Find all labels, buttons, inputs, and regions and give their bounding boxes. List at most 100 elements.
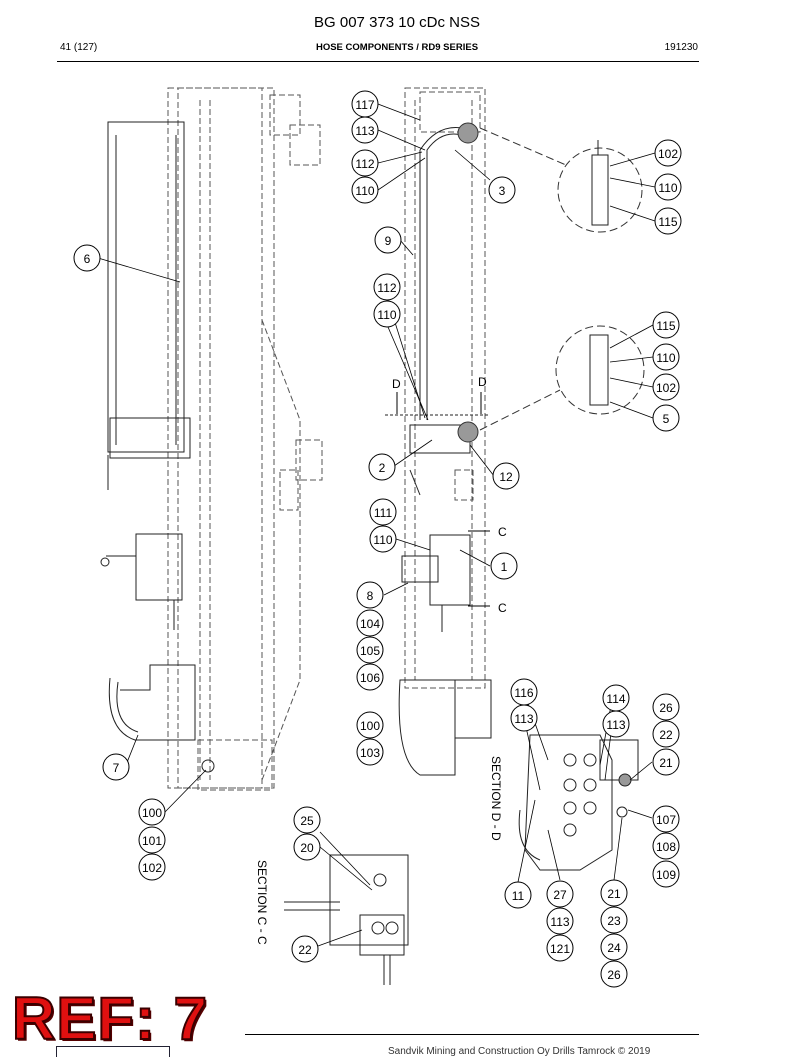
middle-hoses — [385, 127, 492, 776]
callout-bubble — [490, 552, 518, 580]
callout-number: 106 — [360, 671, 380, 685]
callout-23: 23 — [600, 906, 628, 934]
callout-number: 111 — [374, 506, 393, 520]
left-boom-outline — [167, 87, 323, 791]
callout-number: 2 — [379, 461, 386, 475]
section-dd-drawing — [518, 734, 639, 871]
callout-24: 24 — [600, 933, 628, 961]
ref-overlay-label: REF: 7 — [11, 984, 209, 1053]
callout-bubble — [369, 498, 397, 526]
section-cc-drawing — [284, 854, 409, 985]
callout-bubble — [293, 806, 321, 834]
date-code: 191230 — [664, 42, 698, 53]
callout-bubble — [652, 373, 680, 401]
callout-110: 110 — [351, 176, 379, 204]
callout-number: 101 — [142, 834, 162, 848]
callout-bubble — [546, 880, 574, 908]
callout-number: 107 — [656, 813, 676, 827]
callout-20: 20 — [293, 833, 321, 861]
callout-111: 111 — [369, 498, 397, 526]
callout-bubble — [356, 636, 384, 664]
callout-2: 2 — [368, 453, 396, 481]
callout-bubble — [652, 404, 680, 432]
callout-102: 102 — [652, 373, 680, 401]
callout-bubble — [546, 907, 574, 935]
callout-bubble — [652, 805, 680, 833]
callout-26: 26 — [600, 960, 628, 988]
leader-lines — [97, 103, 656, 947]
callout-number: 26 — [607, 968, 621, 982]
callout-112: 112 — [351, 149, 379, 177]
callout-number: 115 — [658, 215, 677, 229]
callout-bubble — [374, 226, 402, 254]
callout-number: 23 — [607, 914, 621, 928]
callout-102: 102 — [138, 853, 166, 881]
callout-108: 108 — [652, 832, 680, 860]
document-title: BG 007 373 10 cDc NSS — [314, 14, 480, 31]
callout-106: 106 — [356, 663, 384, 691]
callout-110: 110 — [652, 343, 680, 371]
callout-bubble — [356, 738, 384, 766]
callout-21: 21 — [600, 879, 628, 907]
cut-label-d-left: D — [392, 377, 401, 391]
callout-bubble — [138, 826, 166, 854]
callout-number: 121 — [550, 942, 570, 956]
callout-number: 27 — [553, 888, 567, 902]
callout-8: 8 — [356, 581, 384, 609]
callout-bubble — [368, 453, 396, 481]
callout-107: 107 — [652, 805, 680, 833]
callout-109: 109 — [652, 860, 680, 888]
callout-number: 113 — [606, 718, 625, 732]
callout-bubble — [652, 311, 680, 339]
detail-circles — [479, 127, 645, 431]
callout-number: 113 — [514, 712, 533, 726]
callout-6: 6 — [73, 244, 101, 272]
callout-11: 11 — [504, 881, 532, 909]
cut-label-d-right: D — [478, 375, 487, 389]
callout-bubble — [351, 149, 379, 177]
callout-number: 8 — [367, 589, 374, 603]
section-labels: D D C C SECTION D - D SECTION C - C — [255, 375, 507, 945]
footer-rule — [245, 1034, 699, 1035]
callout-bubble — [652, 693, 680, 721]
callout-7: 7 — [102, 753, 130, 781]
callout-number: 110 — [377, 308, 396, 322]
callout-number: 21 — [607, 887, 621, 901]
callout-number: 115 — [656, 319, 675, 333]
section-title: HOSE COMPONENTS / RD9 SERIES — [315, 42, 479, 53]
callout-bubble — [356, 711, 384, 739]
callout-number: 6 — [84, 252, 91, 266]
callout-number: 109 — [656, 868, 676, 882]
callout-bubble — [351, 176, 379, 204]
callout-number: 102 — [142, 861, 162, 875]
callout-110: 110 — [373, 300, 401, 328]
callout-number: 3 — [499, 184, 506, 198]
callout-number: 113 — [550, 915, 569, 929]
callout-22: 22 — [291, 935, 319, 963]
callout-3: 3 — [488, 176, 516, 204]
callout-bubble — [138, 798, 166, 826]
left-frame — [100, 121, 215, 773]
callout-number: 103 — [360, 746, 380, 760]
callout-number: 22 — [659, 728, 673, 742]
callout-113: 113 — [351, 116, 379, 144]
footer-copyright: Sandvik Mining and Construction Oy Drill… — [388, 1046, 651, 1057]
callout-9: 9 — [374, 226, 402, 254]
callout-number: 26 — [659, 701, 673, 715]
callout-bubble — [373, 300, 401, 328]
callout-bubble — [600, 960, 628, 988]
callout-bubble — [600, 933, 628, 961]
callout-113: 113 — [546, 907, 574, 935]
callout-103: 103 — [356, 738, 384, 766]
callout-number: 11 — [512, 889, 525, 903]
callout-bubble — [369, 525, 397, 553]
callout-number: 112 — [355, 157, 374, 171]
callout-number: 24 — [607, 941, 621, 955]
callout-bubble — [73, 244, 101, 272]
callout-number: 110 — [656, 351, 675, 365]
callout-25: 25 — [293, 806, 321, 834]
callout-number: 112 — [377, 281, 396, 295]
callout-27: 27 — [546, 880, 574, 908]
